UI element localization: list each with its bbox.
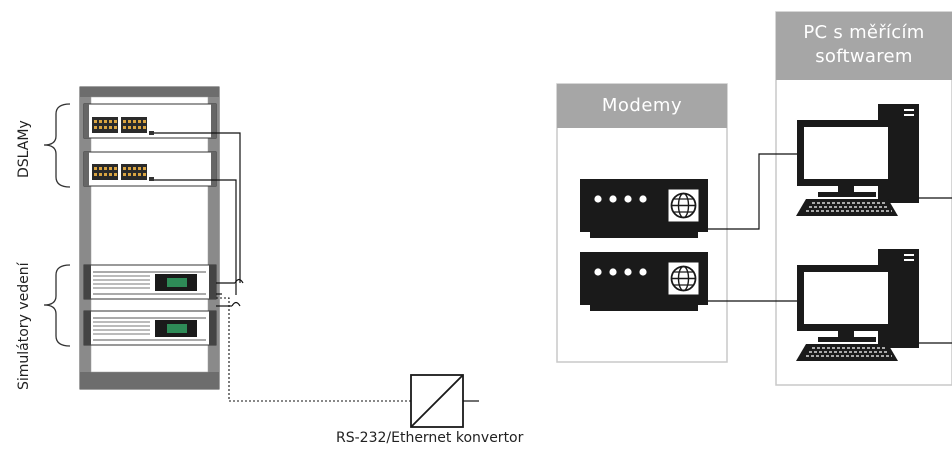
converter-label: RS-232/Ethernet konvertor xyxy=(336,430,524,446)
pc-title: PC s měřícím softwarem xyxy=(776,12,952,80)
line-simulator-icon xyxy=(83,310,217,346)
desktop-pc-icon xyxy=(796,104,919,216)
converter-icon xyxy=(410,374,464,428)
modem1-pc1-cable xyxy=(708,153,797,230)
dslam2-cable xyxy=(154,179,237,295)
pc-title-line-2: softwarem xyxy=(815,46,913,67)
line-simulator-icon xyxy=(83,264,217,300)
simulator-brace xyxy=(43,264,71,347)
dslam-device-icon xyxy=(83,151,217,187)
simulators-label: Simulátory vedení xyxy=(16,262,32,390)
crossover-1 xyxy=(234,278,244,284)
dslam-brace xyxy=(43,103,71,188)
dslam-device-icon xyxy=(83,103,217,139)
modems-title: Modemy xyxy=(557,84,727,128)
modem-icon xyxy=(580,252,708,311)
connection-lines xyxy=(154,132,952,402)
crossover-2 xyxy=(231,301,241,307)
rs232-cable xyxy=(216,297,411,402)
desktop-pc-icon xyxy=(796,249,919,361)
pc-title-line-1: PC s měřícím xyxy=(803,22,925,43)
modem-icon xyxy=(580,179,708,238)
dslams-label: DSLAMy xyxy=(16,120,32,178)
dslam1-cable xyxy=(154,132,241,283)
